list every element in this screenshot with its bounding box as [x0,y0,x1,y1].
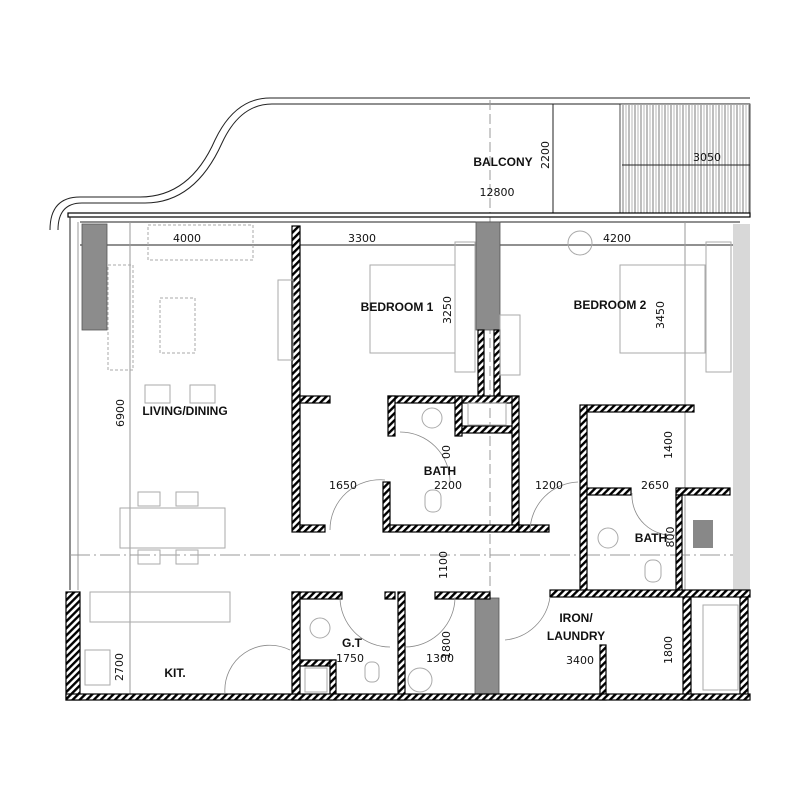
bed-2 [619,264,706,354]
coffee-table [159,297,196,354]
wardrobe [499,314,521,376]
column [474,597,500,701]
exterior-wall-top [67,212,751,218]
column [81,223,108,331]
chair [137,549,161,565]
column [475,221,501,331]
dim-closet2-width: 2650 [641,479,669,492]
dim-bedroom2-depth: 3450 [654,301,667,329]
dimension-labels: 12800 3050 4000 3300 4200 1650 2200 1200… [113,141,721,681]
dim-balcony-depth: 2200 [539,141,552,169]
furniture [84,224,739,693]
kitchen-counter [89,591,231,623]
chair [137,491,161,507]
sofa [107,264,134,371]
dim-living-width: 4000 [173,232,201,245]
chair [175,491,199,507]
sink [84,649,111,686]
dim-corridor-width: 1200 [535,479,563,492]
room-label-kitchen: KIT. [164,666,185,680]
interior-walls [65,225,751,701]
shower-drain [693,520,713,548]
dim-gt-depth: 1800 [440,631,453,659]
room-label-iron: IRON/ [559,611,593,625]
dim-bedroom1-width: 3300 [348,232,376,245]
toilet [364,661,380,683]
dim-deck-width: 3050 [693,151,721,164]
dim-laundry-depth: 1800 [662,636,675,664]
deck-slats [622,105,750,213]
room-label-bath-1: BATH [424,464,456,478]
nightstand [454,241,476,373]
dim-closet1-width: 1650 [329,479,357,492]
dim-gt-width: 1750 [336,652,364,665]
dim-bath2-depth: 800 [664,527,677,548]
column [733,224,750,594]
armchair [567,230,593,256]
nightstand [705,241,732,373]
shaft [304,667,328,693]
dim-bedroom2-width: 4200 [603,232,631,245]
dim-laundry-width: 3400 [566,654,594,667]
dim-living-depth: 6900 [114,399,127,427]
chair [175,549,199,565]
dim-hall-depth: 1100 [437,551,450,579]
dim-bedroom1-depth: 3250 [441,296,454,324]
room-label-bedroom-2: BEDROOM 2 [574,298,647,312]
dim-balcony-length: 12800 [480,186,515,199]
dim-closet2-depth: 1400 [662,431,675,459]
room-label-bath-2: BATH [635,531,667,545]
dining-table [119,507,226,549]
balcony-deck [619,103,751,215]
chair [144,384,171,404]
doors [224,431,677,695]
shower-tray [467,402,507,426]
basin [309,617,331,639]
sofa [147,224,254,261]
dim-store-width: 1300 [426,652,454,665]
room-label-laundry: LAUNDRY [547,629,605,643]
room-label-guest-toilet: G.T [342,636,363,650]
basin [421,407,443,429]
toilet [424,489,442,513]
basin [597,527,619,549]
room-label-bedroom-1: BEDROOM 1 [361,300,434,314]
balcony-outline [49,97,751,700]
room-label-living-dining: LIVING/DINING [142,404,227,418]
dim-bath1-depth: 00 [440,445,453,459]
dim-kitchen-depth: 2700 [113,653,126,681]
shaft [702,604,739,691]
room-label-balcony: BALCONY [473,155,532,169]
washer [407,667,433,693]
chair [189,384,216,404]
toilet [644,559,662,583]
tv-unit [277,279,294,361]
dim-bath1-width: 2200 [434,479,462,492]
